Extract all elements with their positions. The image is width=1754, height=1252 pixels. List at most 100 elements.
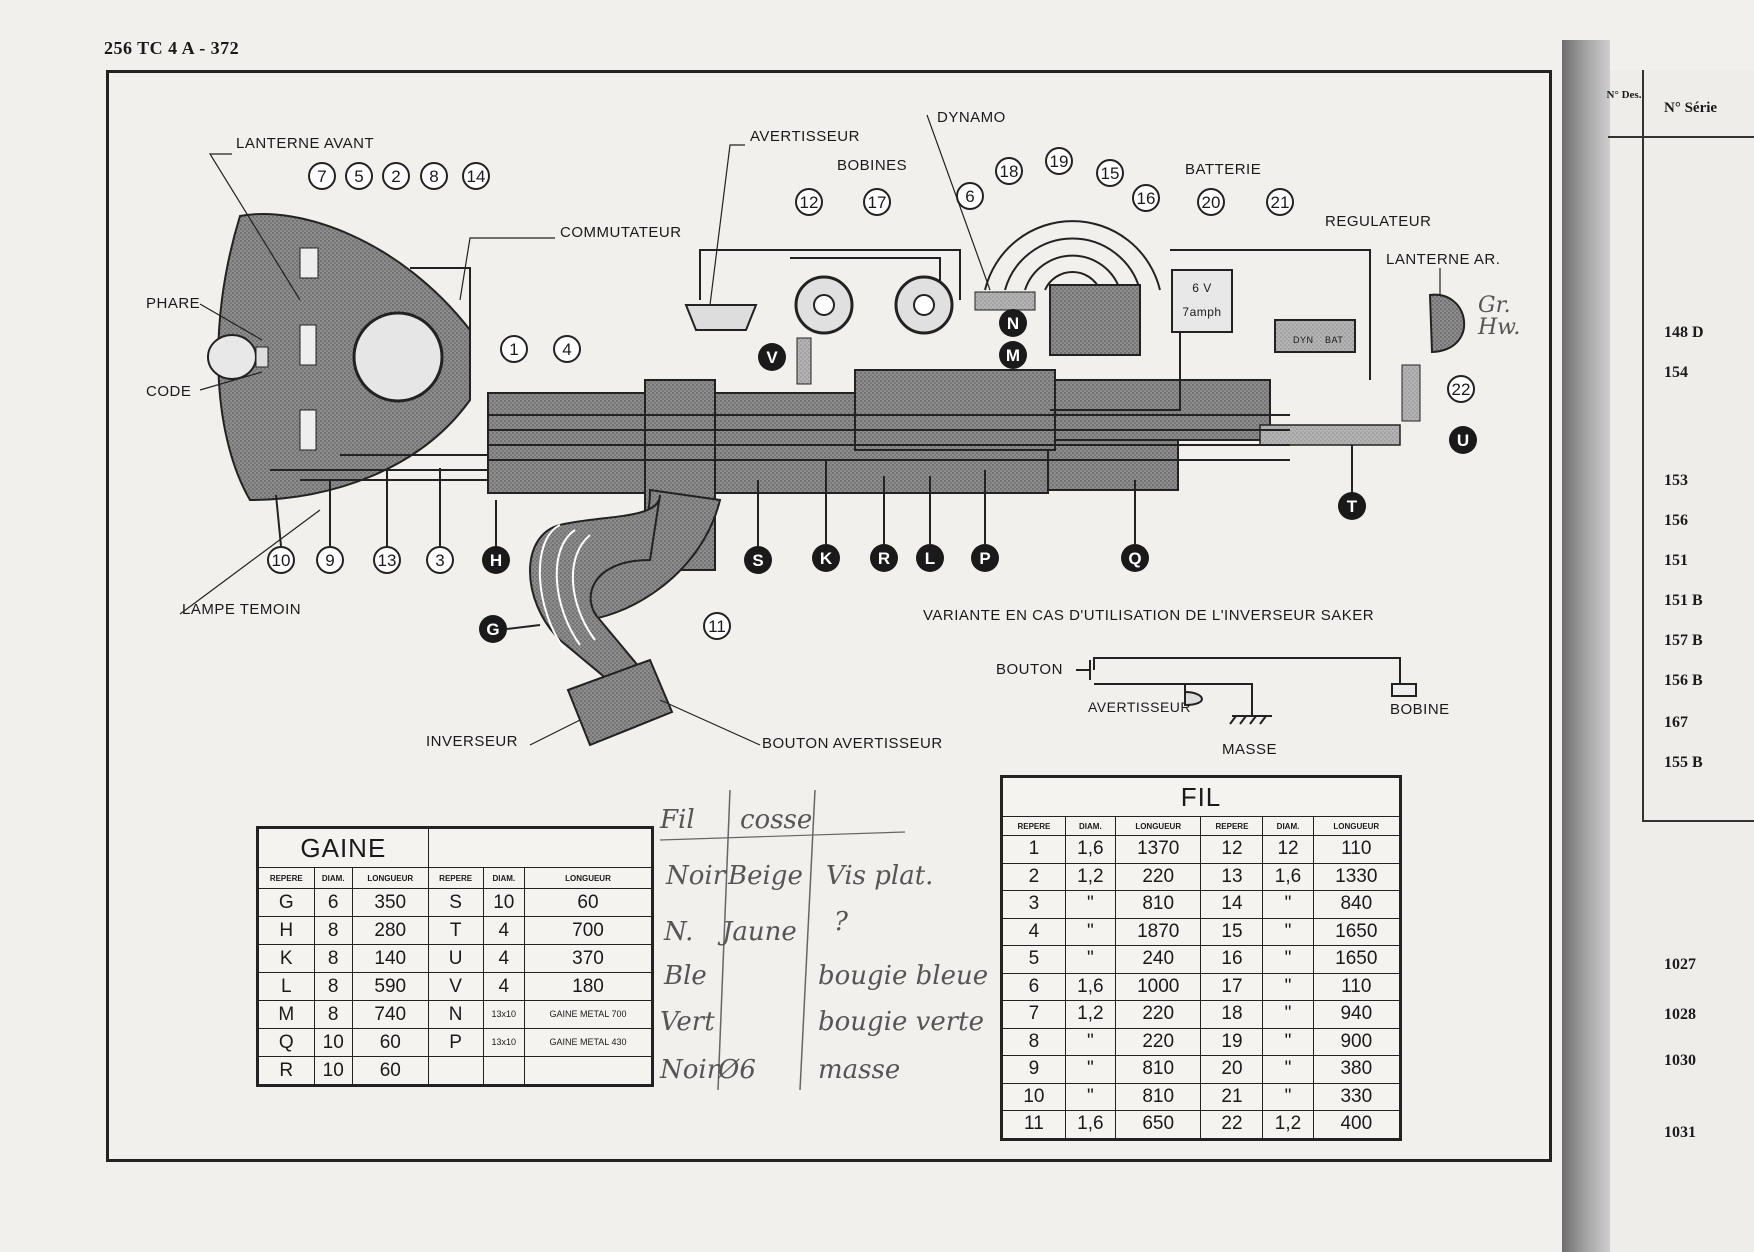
- svg-text:22: 22: [1452, 380, 1471, 399]
- table-cell: 4: [482, 944, 525, 973]
- sheath-label: T: [1338, 492, 1366, 520]
- table-cell: 180: [523, 972, 654, 1001]
- sheath-label: P: [971, 544, 999, 572]
- wire-number: 4: [553, 335, 581, 363]
- wire-number: 21: [1266, 188, 1294, 216]
- table-cell: 12: [1200, 835, 1264, 864]
- table-cell: 810: [1114, 890, 1202, 919]
- table-cell: 13: [1200, 862, 1264, 891]
- serial-number: 151: [1664, 552, 1688, 569]
- svg-text:13: 13: [378, 551, 397, 570]
- serial-number: 167: [1664, 714, 1688, 731]
- label-lanterne-avant: LANTERNE AVANT: [236, 135, 374, 152]
- table-cell: L: [257, 972, 315, 1001]
- table-cell: GAINE METAL 700: [523, 1000, 654, 1029]
- wire-number: 1: [500, 335, 528, 363]
- table-cell: 650: [1114, 1110, 1202, 1140]
- variant-bouton-label: BOUTON: [996, 661, 1063, 678]
- sheath-label: V: [758, 343, 786, 371]
- battery-icon: 6 V 7amph: [1171, 269, 1233, 333]
- resistor-icon: [299, 409, 317, 451]
- table-header: DIAM.: [482, 867, 525, 889]
- svg-text:15: 15: [1101, 164, 1120, 183]
- table-cell: ": [1064, 890, 1116, 919]
- wire-numbers-top: 7 5 2 8 14 12 17 18 19 15 16 6 20 21: [308, 147, 1294, 216]
- table-cell: 220: [1114, 1000, 1202, 1029]
- svg-text:8: 8: [429, 167, 438, 186]
- handwritten-notes: Gr. Hw. Fil cosse Noir Beige Vis plat. N…: [659, 293, 1520, 1091]
- serial-number: 148 D: [1664, 324, 1704, 341]
- table-cell: 1370: [1114, 835, 1202, 864]
- table-cell: 350: [351, 888, 429, 917]
- table-cell: 380: [1312, 1055, 1402, 1084]
- table-cell: 10: [1001, 1082, 1066, 1111]
- svg-text:L: L: [925, 549, 935, 568]
- sheath-label: H: [482, 546, 510, 574]
- wire-number: 17: [863, 188, 891, 216]
- label-regulateur: REGULATEUR: [1325, 213, 1431, 230]
- table-cell: ": [1262, 972, 1314, 1001]
- wire-number: 7: [308, 162, 336, 190]
- table-cell: 16: [1200, 945, 1264, 974]
- table-cell: ": [1064, 1082, 1116, 1111]
- label-avertisseur: AVERTISSEUR: [750, 128, 860, 145]
- svg-text:9: 9: [325, 551, 334, 570]
- svg-text:R: R: [878, 549, 890, 568]
- svg-text:P: P: [979, 549, 990, 568]
- table-cell: 60: [351, 1028, 429, 1057]
- table-cell: H: [257, 916, 315, 945]
- label-inverseur: INVERSEUR: [426, 733, 518, 750]
- variant-bobine-label: BOBINE: [1390, 701, 1450, 718]
- battery-capacity-label: 7amph: [1182, 305, 1221, 319]
- label-commutateur: COMMUTATEUR: [560, 224, 682, 241]
- handwritten-cell: N.: [663, 917, 693, 947]
- label-lanterne-ar: LANTERNE AR.: [1386, 251, 1500, 268]
- table-cell: 4: [482, 916, 525, 945]
- table-cell: 590: [351, 972, 429, 1001]
- table-cell: 240: [1114, 945, 1202, 974]
- sheath-label: N: [999, 309, 1027, 337]
- table-cell: 1: [1001, 835, 1066, 864]
- sheath-label: M: [999, 341, 1027, 369]
- gaine-title: GAINE: [257, 827, 429, 868]
- table-cell: 18: [1200, 1000, 1264, 1029]
- svg-text:21: 21: [1271, 193, 1290, 212]
- serial-number: 1027: [1664, 956, 1696, 973]
- table-cell: G: [257, 888, 315, 917]
- serial-number: 154: [1664, 364, 1688, 381]
- table-header: REPERE: [1200, 816, 1264, 836]
- table-cell: 8: [313, 972, 353, 1001]
- table-cell: 220: [1114, 862, 1202, 891]
- table-header: LONGUEUR: [351, 867, 429, 889]
- table-cell: 1330: [1312, 862, 1402, 891]
- handwritten-cell: bougie verte: [818, 1007, 984, 1037]
- table-cell: 1650: [1312, 917, 1402, 946]
- wire-number: 12: [795, 188, 823, 216]
- svg-text:4: 4: [562, 340, 571, 359]
- handwritten-cell: Ble: [663, 961, 707, 991]
- table-cell: 220: [1114, 1027, 1202, 1056]
- fil-title: FIL: [1001, 776, 1401, 817]
- handwritten-cell: Ø6: [717, 1055, 756, 1085]
- wire-number: 22: [1447, 375, 1475, 403]
- wire-numbers-bottom: 10 9 13 3 1 4 11 22: [267, 335, 1475, 640]
- handwritten-col-cosse: cosse: [740, 805, 812, 835]
- table-cell: 20: [1200, 1055, 1264, 1084]
- handwritten-cell: masse: [818, 1055, 900, 1085]
- table-cell: 2: [1001, 862, 1066, 891]
- table-cell: K: [257, 944, 315, 973]
- label-phare: PHARE: [146, 295, 200, 312]
- table-cell: P: [427, 1028, 484, 1057]
- table-cell: 17: [1200, 972, 1264, 1001]
- serial-number: 1028: [1664, 1006, 1696, 1023]
- table-cell: 8: [313, 944, 353, 973]
- sheath-label: K: [812, 544, 840, 572]
- svg-text:G: G: [486, 620, 499, 639]
- table-cell: 7: [1001, 1000, 1066, 1029]
- table-cell: 12: [1262, 835, 1314, 864]
- wire-number: 19: [1045, 147, 1073, 175]
